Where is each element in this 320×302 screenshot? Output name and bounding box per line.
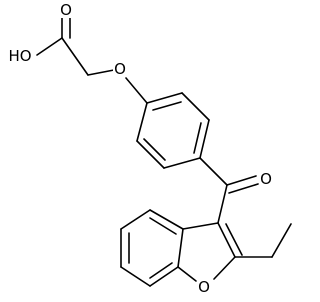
bond-ring2-inner-3 — [149, 262, 173, 279]
bond-ring2-5 — [149, 266, 179, 287]
furan-oxygen-label: O — [197, 278, 211, 296]
bond-ring1-4 — [163, 157, 201, 169]
bond-ring1-inner-2 — [193, 122, 202, 154]
bond-carbonyl-o-2 — [228, 183, 259, 194]
ether-oxygen-label-text: O — [114, 60, 126, 78]
bond-aryl-carbonyl — [199, 157, 228, 186]
bond-ch2-ch3 — [271, 223, 292, 258]
bond-oh-c — [36, 37, 63, 56]
bond-ch2-o — [87, 69, 115, 76]
bond-ring2-2 — [120, 209, 151, 230]
bonds — [36, 14, 292, 287]
ketone-oxygen-label: O — [259, 170, 273, 188]
bond-ring1-2 — [181, 92, 210, 121]
acid-carbonyl-oxygen-label-text: O — [60, 1, 72, 19]
bond-carbonyl-o-1 — [226, 175, 257, 186]
chemical-structure: HO O O O O — [5, 1, 292, 296]
hydroxyl-label-text: HO — [8, 47, 31, 65]
hydroxyl-label-bg — [5, 47, 35, 65]
bond-furan-c7a-c3a — [177, 228, 184, 268]
bond-o-aryl — [125, 77, 148, 104]
bond-ring2-4 — [120, 266, 151, 287]
bond-ring2-1 — [149, 209, 184, 230]
bond-furan-o-c7a — [177, 266, 197, 282]
bond-furan-c3-c2-b — [225, 223, 243, 256]
ketone-oxygen-label-text: O — [260, 170, 272, 188]
bond-ring1-inner-3 — [143, 138, 166, 161]
bond-ring1-3 — [199, 119, 210, 159]
ether-oxygen-label-bg — [113, 61, 127, 77]
hydroxyl-label: HO — [5, 47, 35, 65]
ketone-oxygen-label-bg — [259, 171, 273, 187]
bond-ring1-1 — [146, 92, 183, 104]
furan-oxygen-label-bg — [197, 279, 211, 295]
bond-ring1-6 — [136, 102, 148, 142]
acid-carbonyl-oxygen-label: O — [59, 1, 73, 19]
ether-oxygen-label: O — [113, 60, 127, 78]
furan-oxygen-label-text: O — [198, 278, 210, 296]
bond-furan-c3a-c3 — [182, 222, 219, 230]
bond-furan-c3-c2-a — [217, 222, 236, 258]
bond-furan-c2-o — [213, 256, 236, 280]
bond-ring1-5 — [136, 140, 165, 169]
acid-carbonyl-oxygen-label-bg — [59, 2, 73, 18]
bond-c-ch2 — [61, 37, 89, 76]
bond-ring1-inner-1 — [152, 101, 182, 111]
atom-labels: HO O O O O — [5, 1, 273, 296]
bond-ring2-inner-1 — [149, 217, 177, 235]
bond-carbonyl-furan — [217, 184, 228, 224]
